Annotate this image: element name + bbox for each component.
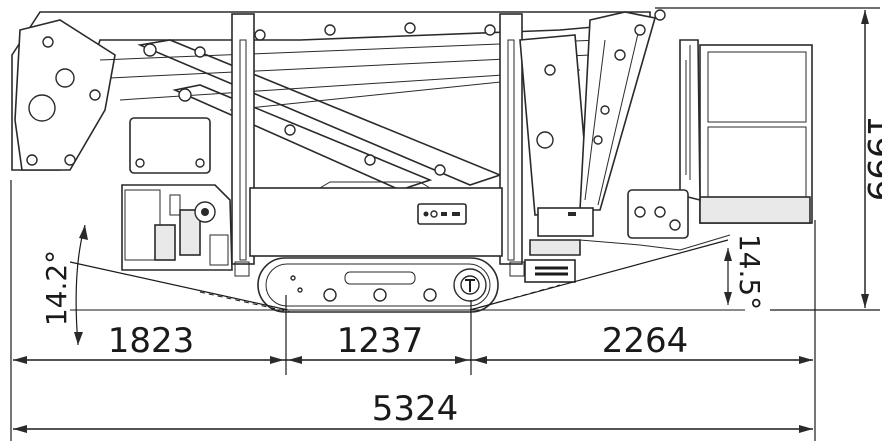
engine-unit — [121, 184, 233, 271]
angle-label-rear: 14.2° — [40, 250, 73, 326]
rear-angle-ray — [69, 261, 289, 311]
front-control-box — [537, 207, 594, 237]
dimension-lines — [10, 7, 880, 441]
rear-angle-arc — [75, 224, 86, 346]
dim-label-total-height: 1999 — [859, 115, 882, 202]
angle-label-front: 14.5° — [733, 234, 766, 310]
dim-label-total-length: 5324 — [372, 389, 459, 429]
machine-body — [11, 9, 813, 313]
front-jib-column — [519, 34, 591, 216]
rear-turret-plate — [14, 19, 116, 171]
frame-post-left — [231, 13, 255, 265]
dimension-labels: 1823 1237 2264 5324 1999 14.2° 14.5° — [40, 115, 882, 429]
dim-label-track-length: 1237 — [337, 321, 424, 361]
dim-label-front-overhang: 2264 — [602, 321, 689, 361]
dim-label-rear-overhang: 1823 — [108, 321, 195, 361]
engine-cover — [129, 117, 211, 174]
frame-post-right — [499, 13, 523, 265]
front-angle-ray — [469, 239, 729, 311]
crawler-track — [257, 257, 499, 313]
work-platform-basket — [699, 44, 813, 224]
front-jib-arm — [579, 11, 657, 211]
